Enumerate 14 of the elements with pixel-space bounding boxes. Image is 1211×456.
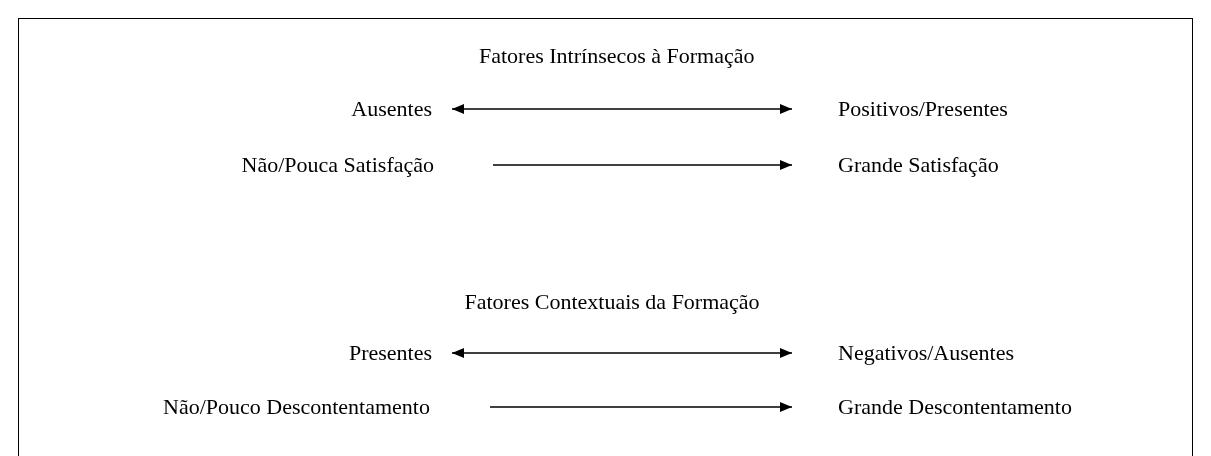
- section-heading: Fatores Intrínsecos à Formação: [479, 42, 755, 70]
- node-text: Presentes: [348, 339, 432, 367]
- node-text: Grande Satisfação: [838, 151, 999, 179]
- section-heading: Fatores Contextuais da Formação: [464, 288, 760, 316]
- arrow: [492, 160, 793, 170]
- node-text: Grande Descontentamento: [838, 393, 1072, 421]
- node-text: Não/Pouca Satisfação: [241, 151, 434, 179]
- node-text: Negativos/Ausentes: [838, 339, 1014, 367]
- double-headed-arrow: [451, 104, 793, 114]
- node-text: Ausentes: [351, 95, 432, 123]
- node-text: Não/Pouco Descontentamento: [163, 393, 430, 421]
- double-headed-arrow: [451, 348, 793, 358]
- node-text: Positivos/Presentes: [838, 95, 1008, 123]
- arrow: [489, 402, 793, 412]
